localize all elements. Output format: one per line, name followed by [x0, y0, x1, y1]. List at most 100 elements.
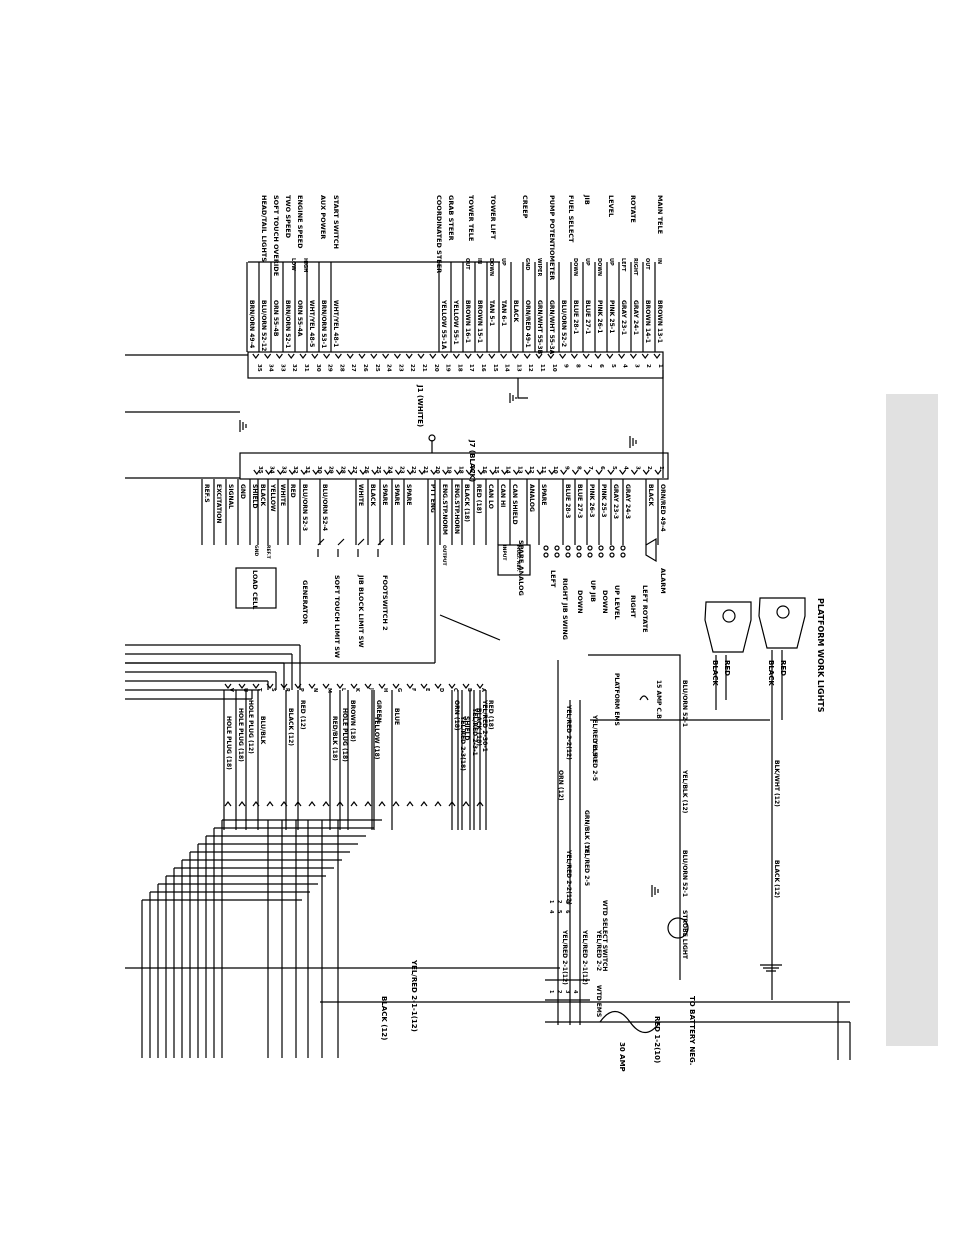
harness-pin-marker [462, 801, 470, 807]
j7-pin-marker [501, 469, 509, 475]
j7-wire-label: GRAY 24-3 [624, 484, 631, 519]
j1-wire-label: PINK 25-1 [608, 300, 615, 333]
switch-icon [337, 538, 345, 557]
j7-wire-label: SPARE [405, 484, 412, 506]
j1-pin-marker [346, 353, 354, 359]
platform-wire-label: BLK/WHT (12) [773, 760, 780, 807]
j7-small-label: REF.T [265, 545, 271, 560]
j7-function-label: DOWN [601, 590, 609, 614]
j7-wire-label: CAN LO [487, 484, 494, 509]
harness-pin-marker [322, 801, 330, 807]
j7-pin-marker [418, 469, 426, 475]
harness-wire-label: BLU/BLK [259, 716, 266, 745]
j1-wire-label: BLUE 28-1 [572, 300, 579, 334]
j7-function-label: ALARM [659, 568, 667, 594]
j1-pin-number: 34 [268, 364, 274, 372]
harness-pin-marker [406, 683, 414, 689]
j1-function-label: ENGINE SPEED [296, 195, 304, 249]
j1-pin-marker [641, 353, 649, 359]
alarm-icon [645, 537, 657, 563]
j7-pin-number: 26 [363, 466, 369, 474]
j7-function-label: SPARE ANALOG [517, 540, 525, 596]
j7-pin-number: 7 [587, 466, 593, 470]
j1-wire-label: BROWN 15-1 [476, 300, 483, 343]
j1-function-label: JIB [583, 194, 591, 205]
j1-pin-number: 33 [279, 364, 285, 372]
harness-pin-marker [308, 801, 316, 807]
j1-pin-number: 8 [574, 364, 580, 368]
lamp-bulb-icon [722, 609, 736, 623]
j7-wire-label: PINK 25-3 [600, 484, 607, 517]
j1-pin-marker [264, 353, 272, 359]
harness-wire-label: RED (12) [299, 700, 306, 730]
j7-pin-marker [288, 469, 296, 475]
j1-title: J1 (WHITE) [416, 384, 424, 427]
switch-pin-number: 4 [548, 910, 554, 914]
j1-wire-label: BLUE 27-1 [584, 300, 591, 334]
switch-pin-number: 3 [564, 990, 570, 994]
j1-pin-marker [393, 353, 401, 359]
switch-contact-icon [598, 545, 604, 551]
work-light-icon [758, 597, 806, 649]
platform-wire-label: YEL/RED 2-5 [591, 739, 598, 781]
switch-pin-number: 1 [548, 900, 554, 904]
j7-function-label: RIGHT [629, 595, 637, 618]
j1-function-label: TOWER LIFT [489, 195, 497, 240]
j7-pin-marker [312, 469, 320, 475]
platform-title: PLATFORM WORK LIGHTS [816, 598, 825, 713]
j1-wire-label: BROWN 16-1 [464, 300, 471, 343]
platform-wire-label: BLU/ORN 52-1 [681, 680, 688, 727]
switch-contact-icon [609, 552, 615, 558]
work-light-icon [704, 601, 752, 653]
j7-pin-marker [477, 469, 485, 475]
j1-pin-number: 13 [515, 364, 521, 372]
j7-function-label: UP LEVEL [613, 585, 621, 620]
j7-wire-label: BLU/ORN 52-3 [301, 484, 308, 531]
j1-pin-marker [252, 353, 260, 359]
j7-function-label: SOFT TOUCH LIMIT SW [333, 575, 341, 658]
bottom-black-label: BLACK (12) [380, 996, 388, 1040]
platform-wire-label: YEL/RED 2-2(12) [565, 849, 572, 905]
j7-pin-number: 17 [469, 466, 475, 474]
j7-wire-label: GND [239, 484, 246, 499]
j7-function-label: LOAD CELL [251, 570, 259, 609]
j7-pin-marker [512, 469, 520, 475]
j1-pin-number: 29 [327, 364, 333, 372]
harness-wire-label: RED (18) [487, 700, 494, 730]
j7-pin-number: 29 [328, 466, 334, 474]
component-symbols [224, 393, 806, 1034]
harness-pin-letter: S [270, 688, 276, 692]
j7-pin-number: 21 [422, 466, 428, 474]
j1-pin-marker [382, 353, 390, 359]
harness-pin-marker [448, 801, 456, 807]
j1-pin-marker [429, 353, 437, 359]
harness-wire-label: YELLOW (18) [373, 715, 380, 760]
harness-pin-marker [378, 801, 386, 807]
j1-pin-marker [500, 353, 508, 359]
j1-function-label: COORDINATED STEER [435, 195, 443, 273]
j7-pin-number: 20 [434, 466, 440, 474]
j7-wire-label: YELLOW [269, 483, 276, 512]
j7-pin-marker [560, 469, 568, 475]
j1-direction-label: GND [524, 258, 530, 270]
j1-pin-marker [523, 353, 531, 359]
j7-pin-number: 9 [564, 466, 570, 470]
switch-contact-icon [576, 552, 582, 558]
harness-pin-marker [378, 683, 386, 689]
j7-pin-number: 6 [599, 466, 605, 470]
j1-pin-marker [299, 353, 307, 359]
j1-pin-marker [417, 353, 425, 359]
harness-pin-marker [238, 801, 246, 807]
j7-pin-number: 28 [339, 466, 345, 474]
j1-wire-label: BRN/ORN 49-4 [248, 300, 255, 348]
j7-pin-number: 24 [387, 466, 393, 474]
j1-pin-number: 1 [657, 364, 663, 368]
j1-wire-label: BLU/ORN 52-2 [560, 300, 567, 347]
j7-pin-marker [607, 469, 615, 475]
j7-wire-label: BLACK (18) [463, 484, 470, 522]
j1-direction-label: OUT [464, 258, 470, 270]
j7-pin-marker [406, 469, 414, 475]
j7-wire-label: CAN HI [499, 484, 506, 507]
j1-pin-number: 7 [586, 364, 592, 368]
